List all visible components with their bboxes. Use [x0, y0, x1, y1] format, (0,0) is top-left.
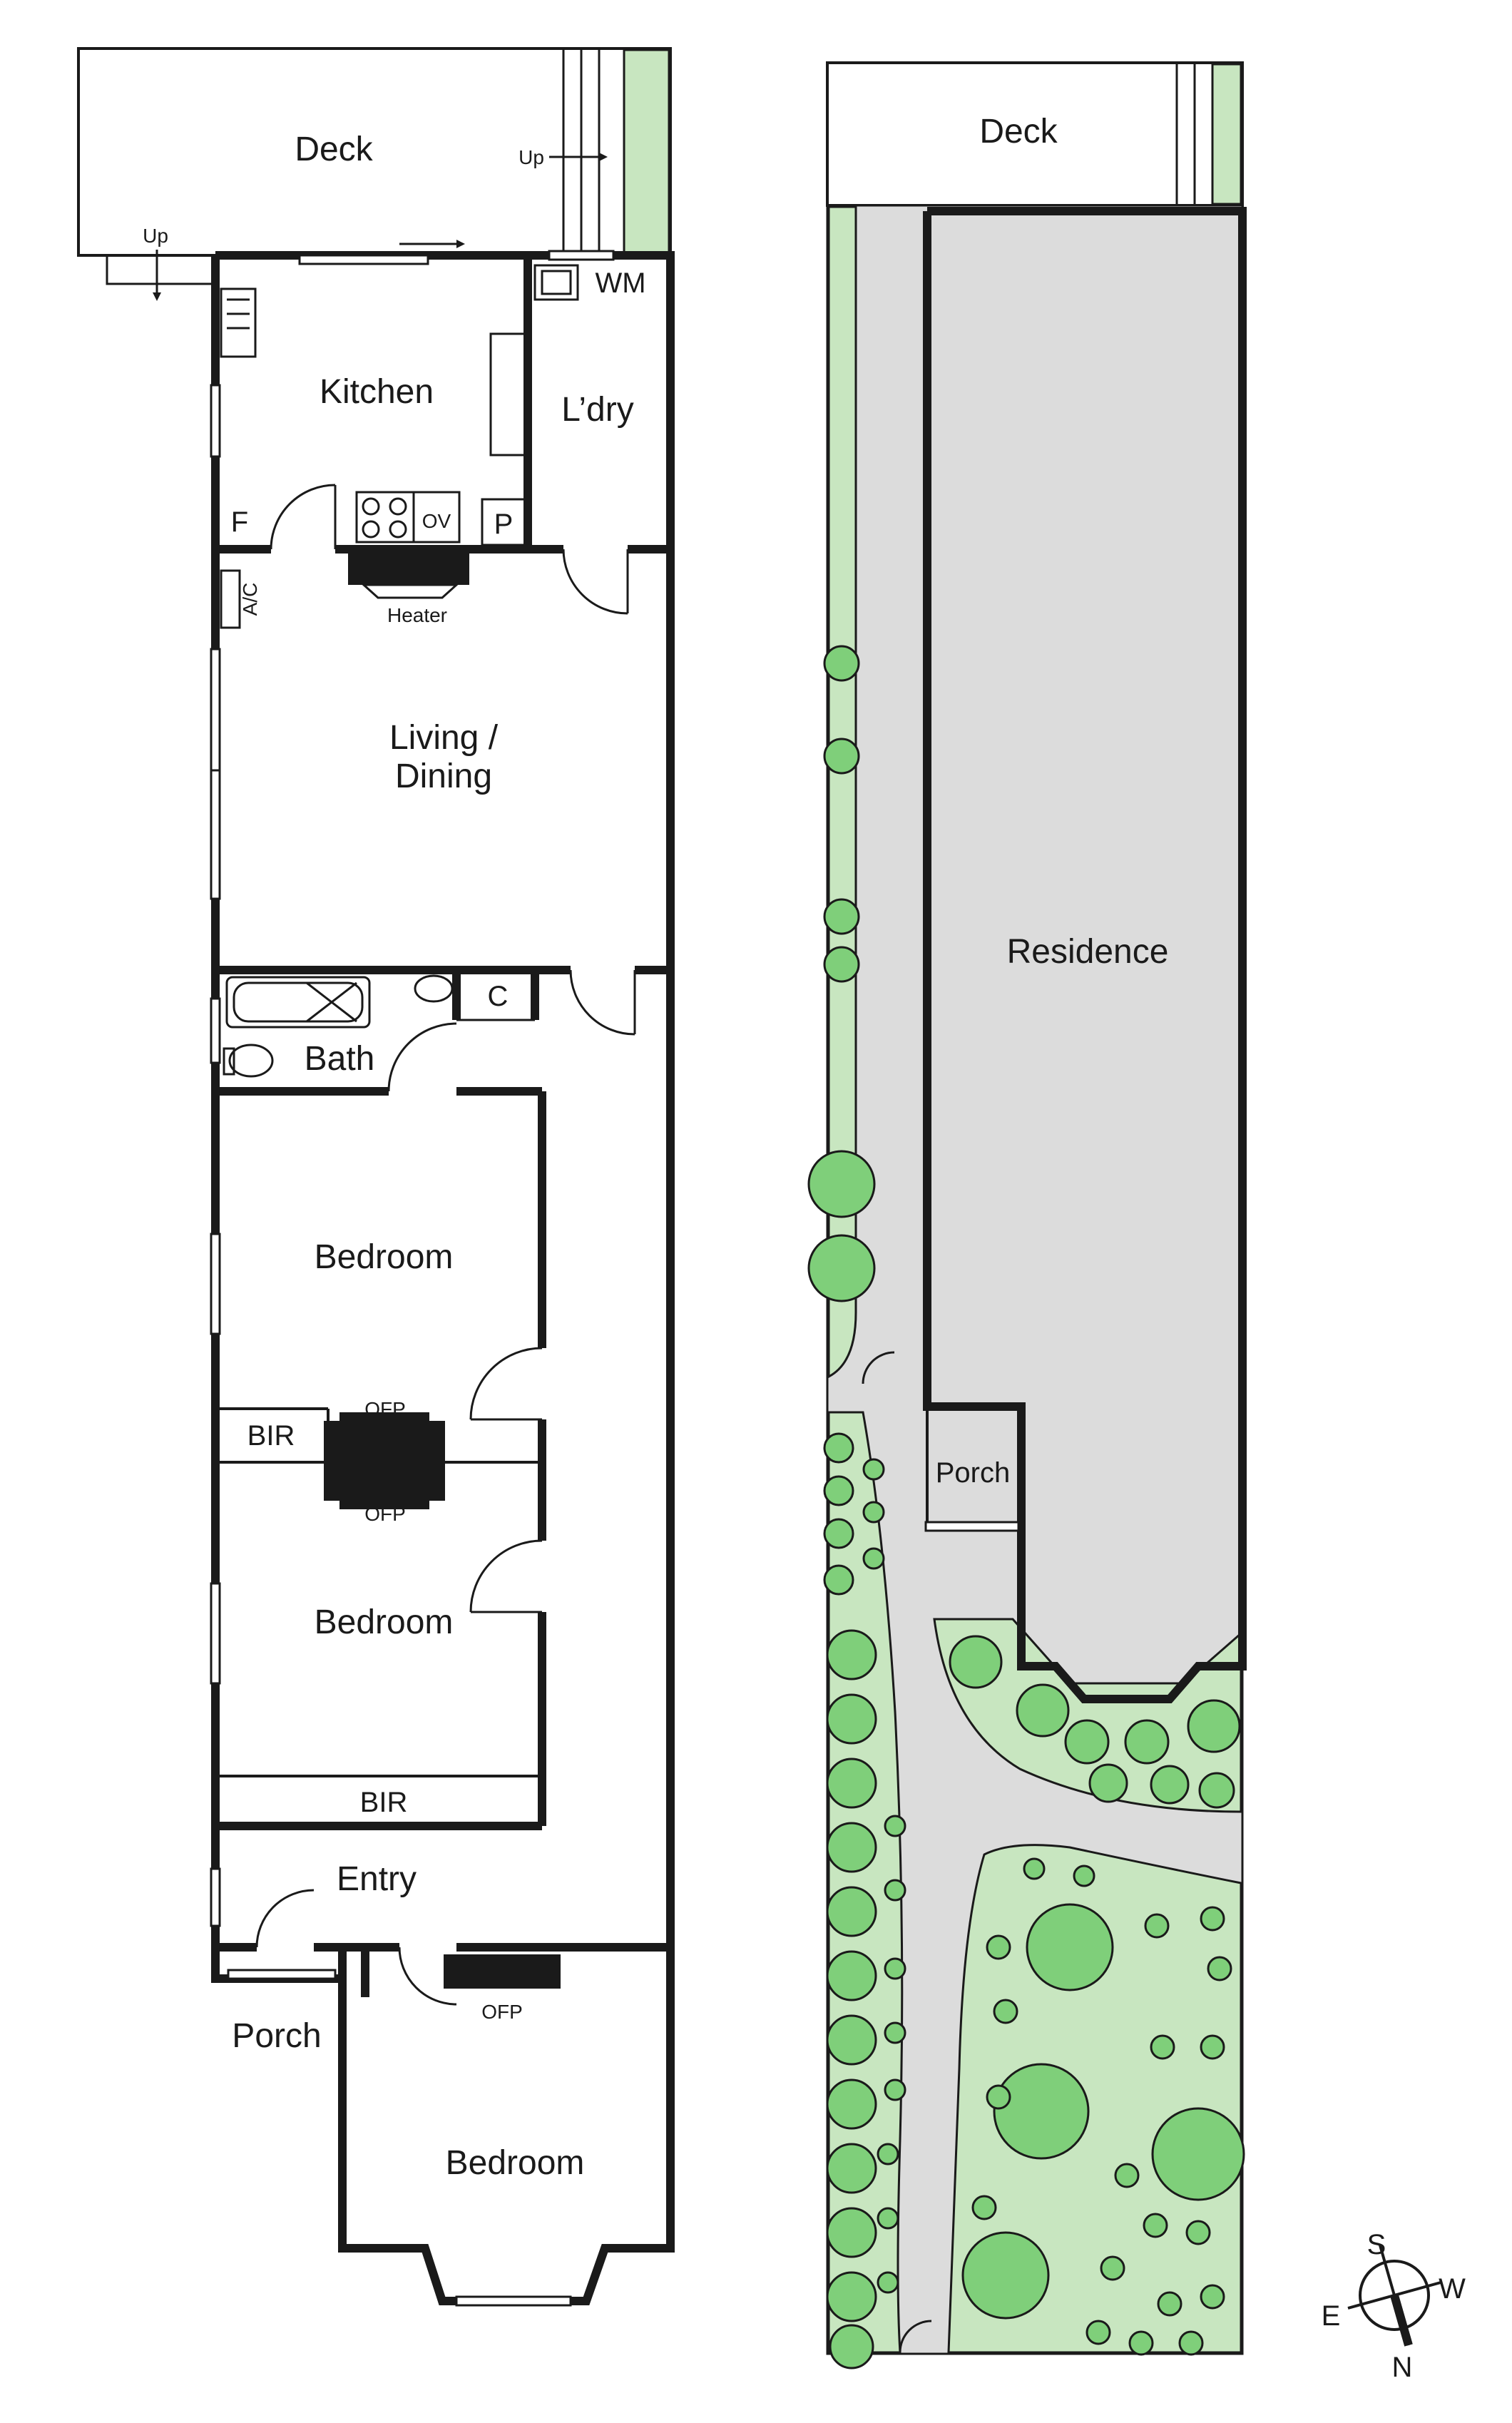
- washing-machine-label: WM: [595, 267, 645, 299]
- bedroom-label: Bedroom: [446, 2144, 585, 2182]
- ofp-label: OFP: [364, 1503, 406, 1525]
- trees: [807, 645, 1245, 2370]
- heater-icon: [348, 548, 469, 585]
- washing-machine-icon: [533, 264, 579, 301]
- air-con-label: A/C: [239, 583, 261, 616]
- fridge-label: F: [231, 506, 248, 538]
- air-conditioner-icon: [220, 569, 241, 629]
- site-deck-label: Deck: [979, 113, 1058, 151]
- bir-label: BIR: [247, 1420, 295, 1452]
- doors: [255, 484, 636, 2006]
- basin-icon: [414, 974, 454, 1003]
- oven-icon: [412, 491, 461, 544]
- floor-plan: Deck Up Up Kitchen L’dry WM F OV P A/C H…: [77, 47, 675, 2307]
- deck-step: [106, 254, 215, 285]
- front-lawn: [947, 1844, 1242, 2354]
- compass-icon: S W E N: [1322, 2229, 1466, 2383]
- deck-garden-strip: [623, 49, 670, 255]
- living-dining-label: Living /: [389, 719, 499, 757]
- bath-label: Bath: [305, 1040, 375, 1078]
- site-porch-label: Porch: [936, 1457, 1011, 1489]
- toilet-icon: [228, 1044, 274, 1078]
- site-plan: Deck Residence Porch: [807, 61, 1247, 2370]
- bir-label: BIR: [360, 1787, 408, 1818]
- ofp-label: OFP: [481, 2001, 523, 2023]
- residence-label: Residence: [1007, 933, 1169, 971]
- ofp-label: OFP: [364, 1398, 406, 1420]
- compass-west: W: [1439, 2273, 1466, 2305]
- heater-label: Heater: [387, 604, 447, 626]
- up-label: Up: [143, 225, 168, 247]
- compass-south: S: [1367, 2229, 1386, 2260]
- sink-icon: [220, 287, 257, 358]
- fixtures: [220, 264, 579, 1989]
- kitchen-bench: [489, 332, 526, 456]
- entry-label: Entry: [337, 1860, 417, 1898]
- kitchen-label: Kitchen: [320, 373, 434, 411]
- fireplace-icon: [444, 1954, 561, 1989]
- side-garden: [827, 205, 857, 1379]
- front-bed: [933, 1618, 1242, 1813]
- pantry-cupboard: [481, 498, 526, 546]
- living-dining-label: Dining: [395, 757, 492, 795]
- room-labels: Deck Up Up Kitchen L’dry WM F OV P A/C H…: [143, 131, 645, 2182]
- interior-walls: [215, 255, 670, 1997]
- deck-label: Deck: [295, 131, 373, 168]
- bedroom-label: Bedroom: [315, 1238, 454, 1276]
- cupboard-label: C: [488, 981, 509, 1012]
- bathtub-icon: [225, 976, 371, 1029]
- bedroom-label: Bedroom: [315, 1603, 454, 1641]
- compass-east: E: [1322, 2300, 1341, 2332]
- laundry-label: L’dry: [561, 391, 633, 429]
- pantry-label: P: [494, 509, 514, 540]
- porch-label: Porch: [232, 2017, 321, 2055]
- compass-north: N: [1392, 2352, 1413, 2383]
- oven-label: OV: [422, 510, 451, 532]
- windows-left: [210, 250, 615, 2307]
- up-label: Up: [519, 146, 544, 168]
